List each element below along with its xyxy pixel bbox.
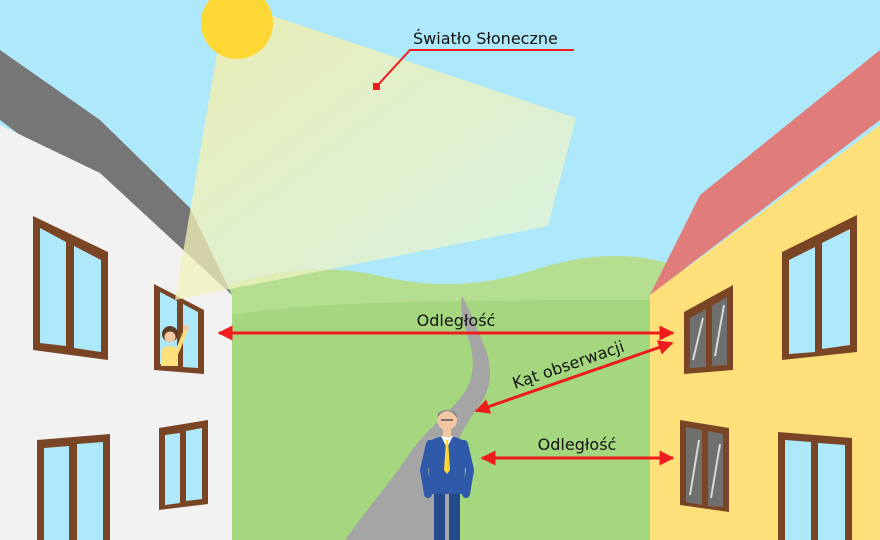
left-window-lower-large	[37, 434, 110, 540]
sunbeam	[175, 0, 576, 300]
viewing-angle-arrow	[474, 340, 674, 414]
sunlight-callout-leader	[376, 49, 574, 87]
road	[345, 296, 491, 540]
distance-lower-label: Odległość	[538, 435, 617, 454]
left-window-upper-large	[33, 216, 108, 360]
left-house-roof	[0, 50, 232, 295]
sunlight-callout-point	[373, 83, 380, 90]
right-house-roof	[650, 50, 880, 295]
right-window-lower-small	[680, 420, 729, 512]
sunlight-callout: Światło Słoneczne	[373, 29, 574, 90]
left-house	[0, 50, 232, 540]
right-window-upper-small	[684, 285, 733, 374]
sun-icon	[201, 0, 273, 59]
man-standing-icon	[419, 410, 475, 540]
woman-at-window-icon	[161, 325, 189, 366]
right-window-lower-large	[778, 432, 852, 540]
right-house	[650, 50, 880, 540]
right-window-upper-large	[782, 215, 857, 360]
distance-upper-label: Odległość	[417, 311, 496, 330]
left-window-lower-small	[159, 420, 208, 510]
left-window-upper-small	[154, 284, 204, 374]
sunlight-label: Światło Słoneczne	[413, 29, 558, 48]
